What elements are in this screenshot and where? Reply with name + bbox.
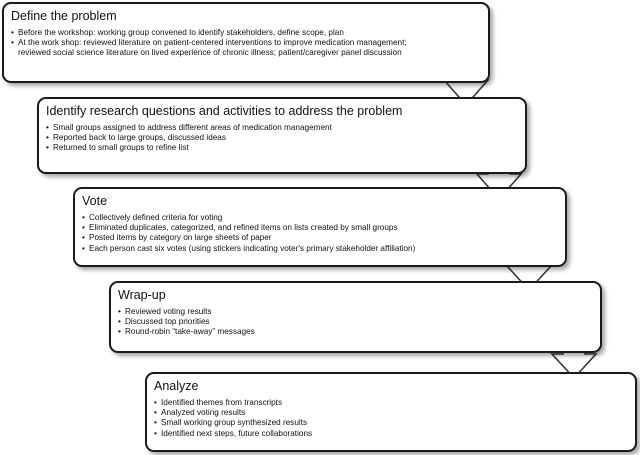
list-item: Small working group synthesized results [154,418,627,428]
list-item: Collectively defined criteria for voting [82,213,557,223]
list-item: At the work shop: reviewed literature on… [11,38,480,58]
step-items: Identified themes from transcripts Analy… [154,398,627,439]
list-item: Round-robin “take-away” messages [118,327,592,337]
step-items: Before the workshop: working group conve… [11,28,480,59]
step-analyze: Analyze Identified themes from transcrip… [145,372,637,452]
step-title: Define the problem [11,9,117,23]
list-item: Identified next steps, future collaborat… [154,429,627,439]
step-items: Small groups assigned to address differe… [46,123,517,154]
step-items: Reviewed voting results Discussed top pr… [118,307,592,338]
step-define-problem: Define the problem Before the workshop: … [2,2,490,83]
step-title: Vote [82,194,108,208]
list-item: Each person cast six votes (using sticke… [82,244,557,254]
list-item: Discussed top priorities [118,317,592,327]
list-item: Reviewed voting results [118,307,592,317]
step-title: Analyze [154,379,199,393]
list-item: Small groups assigned to address differe… [46,123,517,133]
list-item: Eliminated duplicates, categorized, and … [82,223,557,233]
list-item: Reported back to large groups, discussed… [46,133,517,143]
step-identify-questions: Identify research questions and activiti… [37,97,527,174]
list-item: Returned to small groups to refine list [46,143,517,153]
step-items: Collectively defined criteria for voting… [82,213,557,254]
step-title: Identify research questions and activiti… [46,104,403,118]
step-title: Wrap-up [118,288,166,302]
list-item: Analyzed voting results [154,408,627,418]
list-item: Posted items by category on large sheets… [82,233,557,243]
list-item: Before the workshop: working group conve… [11,28,480,38]
list-item: Identified themes from transcripts [154,398,627,408]
step-wrap-up: Wrap-up Reviewed voting results Discusse… [109,281,602,353]
step-vote: Vote Collectively defined criteria for v… [73,187,567,267]
